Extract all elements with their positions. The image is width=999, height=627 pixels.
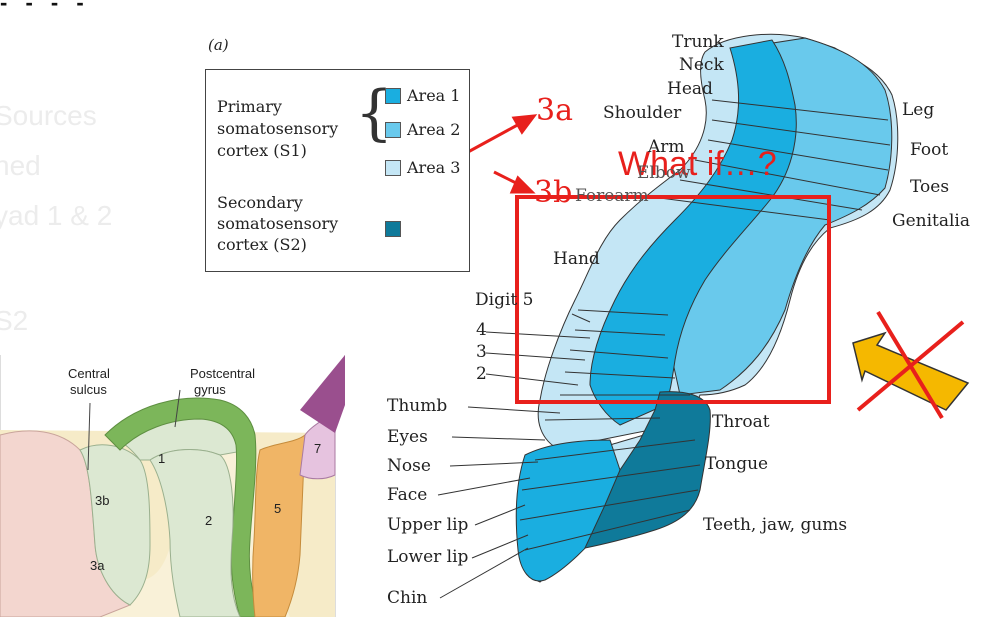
xsec-area-3a: 3a: [90, 558, 105, 573]
ghost-text-2: hed: [0, 150, 41, 181]
label-neck: Neck: [679, 55, 724, 75]
label-eyes: Eyes: [387, 427, 428, 447]
legend-primary-line1: Primary: [217, 97, 282, 116]
s2-region: [584, 391, 711, 549]
yellow-arrow: [852, 331, 970, 411]
label-elbow: Elbow: [637, 163, 691, 183]
annotation-what-if: What if…?: [618, 145, 777, 183]
xsec-central-2: sulcus: [70, 382, 107, 397]
label-nose: Nose: [387, 456, 431, 476]
legend-area3: Area 3: [407, 158, 461, 177]
cortex-cross-section: 1 3b 2 5 7 3a Central sulcus Postcentral…: [0, 355, 345, 617]
xsec-postcentral-2: gyrus: [194, 382, 226, 397]
swatch-s2: [385, 221, 401, 237]
label-arm: Arm: [648, 137, 685, 157]
ghost-text-3: yad 1 & 2: [0, 200, 113, 231]
label-trunk: Trunk: [672, 32, 724, 52]
label-head: Head: [667, 79, 713, 99]
xsec-area-7: 7: [314, 441, 321, 456]
label-leg: Leg: [902, 100, 935, 120]
ghost-text-4: S2: [0, 305, 29, 336]
legend-area2: Area 2: [407, 120, 461, 139]
label-forearm: Forearm: [575, 186, 649, 206]
annotation-3b: 3b: [534, 175, 573, 210]
label-chin: Chin: [387, 588, 428, 608]
xsec-postcentral-1: Postcentral: [190, 366, 255, 381]
label-toes: Toes: [910, 177, 950, 197]
legend-area1: Area 1: [407, 86, 461, 105]
label-teeth-jaw-gums: Teeth, jaw, gums: [703, 515, 848, 535]
swatch-area2: [385, 122, 401, 138]
xsec-area-1: 1: [158, 451, 165, 466]
label-digit2: 2: [476, 364, 487, 384]
ghost-text-1: Sources: [0, 100, 97, 131]
label-face: Face: [387, 485, 428, 505]
xsec-area-2: 2: [205, 513, 212, 528]
label-tongue: Tongue: [705, 454, 769, 474]
label-digit5: Digit 5: [475, 290, 534, 310]
legend-secondary-line2: somatosensory: [217, 214, 339, 233]
swatch-area1: [385, 88, 401, 104]
annotation-3a: 3a: [536, 93, 573, 128]
label-thumb: Thumb: [387, 396, 448, 416]
label-throat: Throat: [712, 412, 770, 432]
label-hand: Hand: [553, 249, 600, 269]
label-genitalia: Genitalia: [892, 211, 971, 231]
top-banner-fragment: - - - -: [0, 0, 90, 15]
xsec-area-3b: 3b: [95, 493, 109, 508]
label-upper-lip: Upper lip: [387, 515, 469, 535]
panel-label: (a): [208, 36, 229, 54]
label-shoulder: Shoulder: [603, 103, 682, 123]
legend-box: [205, 69, 470, 272]
highlight-rectangle: [515, 195, 831, 404]
legend-primary-line3: cortex (S1): [217, 141, 307, 160]
label-lower-lip: Lower lip: [387, 547, 469, 567]
legend-secondary-line3: cortex (S2): [217, 235, 307, 254]
swatch-area3: [385, 160, 401, 176]
xsec-area-5: 5: [274, 501, 281, 516]
xsec-central-1: Central: [68, 366, 110, 381]
label-digit3: 3: [476, 342, 487, 362]
legend-primary-line2: somatosensory: [217, 119, 339, 138]
label-digit4: 4: [476, 320, 487, 340]
label-foot: Foot: [910, 140, 949, 160]
legend-secondary-line1: Secondary: [217, 193, 303, 212]
